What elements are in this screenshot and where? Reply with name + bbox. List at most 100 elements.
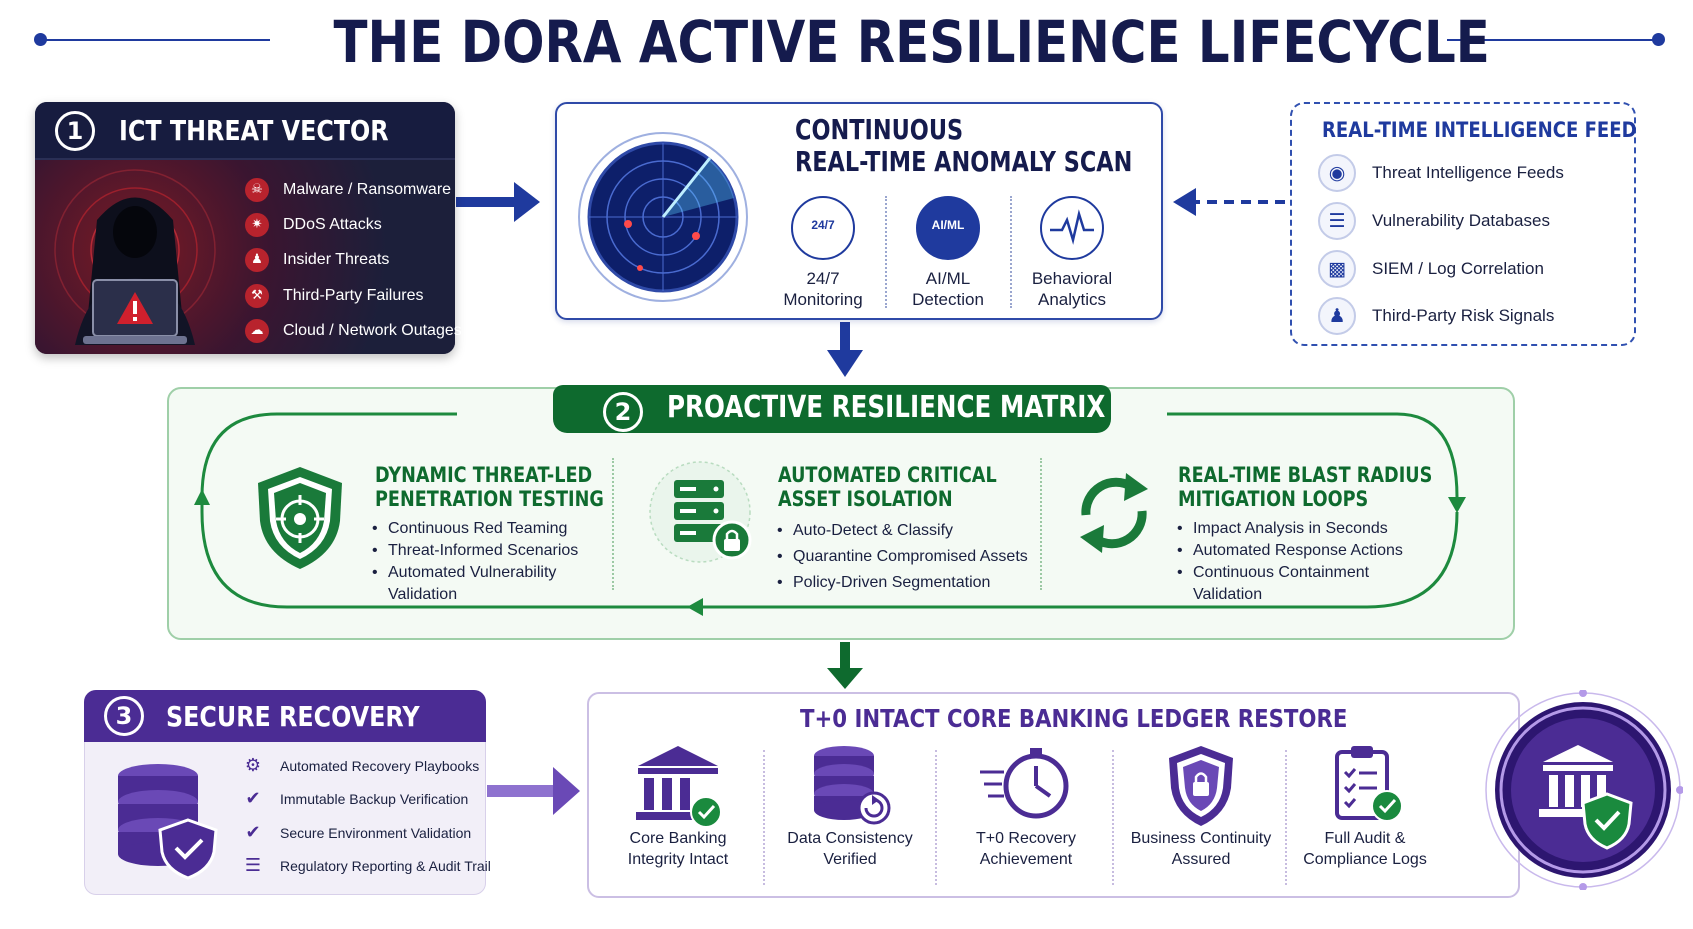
matrix-col2-heading-line2: ASSET ISOLATION bbox=[778, 487, 953, 511]
ledger-title: T+0 INTACT CORE BANKING LEDGER RESTORE bbox=[800, 704, 1348, 733]
monitoring-icon-text: 24/7 bbox=[811, 218, 835, 232]
threat-item-malware: ☠ Malware / Ransomware bbox=[245, 177, 451, 203]
matrix-col2-list: Auto-Detect & Classify Quarantine Compro… bbox=[777, 518, 1037, 596]
matrix-list-item: Policy-Driven Segmentation bbox=[777, 570, 1037, 596]
matrix-separator bbox=[1040, 458, 1042, 590]
title-left-line bbox=[40, 39, 270, 41]
step-number-3: 3 bbox=[104, 696, 144, 736]
scan-title-line2: REAL-TIME ANOMALY SCAN bbox=[795, 145, 1133, 178]
threat-item-label: Insider Threats bbox=[283, 251, 390, 268]
ledger-separator bbox=[1112, 750, 1114, 885]
ledger-item-data-consistency: Data Consistency Verified bbox=[770, 742, 930, 870]
ledger-item-recovery: T+0 Recovery Achievement bbox=[946, 742, 1106, 870]
matrix-list-item: Quarantine Compromised Assets bbox=[777, 544, 1037, 570]
globe-icon: ◉ bbox=[1318, 154, 1356, 192]
matrix-list-item: Automated Vulnerability Validation bbox=[372, 562, 602, 606]
feature-label-line1: Behavioral bbox=[1031, 269, 1113, 288]
ai-ml-icon-text: AI/ML bbox=[931, 218, 965, 232]
ledger-item-line1: Core Banking bbox=[629, 830, 727, 847]
matrix-col1-heading-line2: PENETRATION TESTING bbox=[375, 487, 604, 511]
feed-item-vuln-db: ☰ Vulnerability Databases bbox=[1318, 201, 1550, 241]
matrix-list-item: Auto-Detect & Classify bbox=[777, 518, 1037, 544]
secure-bank-emblem-icon bbox=[1485, 690, 1683, 890]
hacker-illustration bbox=[54, 169, 216, 345]
scan-separator bbox=[885, 196, 887, 308]
recovery-item-label: Regulatory Reporting & Audit Trail bbox=[280, 858, 491, 874]
feature-label: Behavioral Analytics bbox=[1012, 268, 1132, 310]
ledger-item-line2: Verified bbox=[823, 851, 877, 868]
cloud-icon: ☁ bbox=[245, 319, 269, 343]
feature-label-line1: 24/7 bbox=[806, 269, 840, 288]
ledger-item-line1: Data Consistency bbox=[787, 830, 913, 847]
feature-label: AI/ML Detection bbox=[888, 268, 1008, 310]
check-circle-icon: ✔ bbox=[245, 822, 261, 843]
shield-check-icon: ✔ bbox=[245, 788, 261, 809]
recovery-item-label: Immutable Backup Verification bbox=[280, 791, 469, 807]
threat-item-cloud: ☁ Cloud / Network Outages bbox=[245, 318, 462, 344]
feed-title: REAL-TIME INTELLIGENCE FEED bbox=[1322, 118, 1637, 142]
matrix-list-item: Continuous Red Teaming bbox=[372, 518, 602, 540]
fast-clock-icon bbox=[980, 748, 1069, 819]
feature-label-line2: Analytics bbox=[1037, 290, 1107, 309]
users-icon: ♟ bbox=[1318, 297, 1356, 335]
bar-chart-icon: ▩ bbox=[1318, 250, 1356, 288]
matrix-col3-list: Impact Analysis in Seconds Automated Res… bbox=[1177, 518, 1427, 606]
feature-label-line2: Detection bbox=[912, 290, 984, 309]
step-number-2: 2 bbox=[603, 392, 643, 432]
threat-item-label: Cloud / Network Outages bbox=[283, 322, 462, 339]
secure-recovery-title: SECURE RECOVERY bbox=[166, 700, 420, 733]
title-right-dot bbox=[1652, 33, 1665, 46]
factory-icon: ⚒ bbox=[245, 284, 269, 308]
scan-separator bbox=[1010, 196, 1012, 308]
clipboard-check-icon bbox=[1335, 746, 1403, 822]
target-shield-icon bbox=[258, 467, 342, 569]
database-icon: ☰ bbox=[1318, 202, 1356, 240]
gear-icon: ⚙ bbox=[244, 755, 262, 776]
ledger-item-line2: Compliance Logs bbox=[1303, 851, 1427, 868]
threat-item-label: Malware / Ransomware bbox=[283, 181, 452, 198]
feed-item-siem: ▩ SIEM / Log Correlation bbox=[1318, 249, 1544, 289]
recovery-item-playbooks: ⚙ Automated Recovery Playbooks bbox=[242, 752, 479, 780]
matrix-list-item: Automated Response Actions bbox=[1177, 540, 1427, 562]
matrix-col1-list: Continuous Red Teaming Threat-Informed S… bbox=[372, 518, 602, 606]
title-right-line bbox=[1447, 39, 1657, 41]
database-refresh-icon bbox=[814, 746, 891, 825]
warning-icon bbox=[117, 292, 153, 324]
threat-item-label: DDoS Attacks bbox=[283, 216, 382, 233]
matrix-loop-arrows bbox=[194, 412, 1466, 616]
ledger-item-line1: Full Audit & bbox=[1324, 830, 1406, 847]
feed-item-label: SIEM / Log Correlation bbox=[1372, 259, 1544, 278]
ledger-item-core-banking: Core Banking Integrity Intact bbox=[598, 742, 758, 870]
matrix-list-item: Impact Analysis in Seconds bbox=[1177, 518, 1427, 540]
ledger-item-line2: Assured bbox=[1171, 851, 1231, 868]
recovery-item-environment: ✔ Secure Environment Validation bbox=[242, 819, 471, 847]
feed-item-risk: ♟ Third-Party Risk Signals bbox=[1318, 296, 1554, 336]
shield-lock-icon bbox=[1169, 746, 1233, 826]
feed-item-label: Vulnerability Databases bbox=[1372, 211, 1550, 230]
feed-item-threat-intel: ◉ Threat Intelligence Feeds bbox=[1318, 153, 1564, 193]
ledger-separator bbox=[1285, 750, 1287, 885]
feature-label-line1: AI/ML bbox=[925, 269, 971, 288]
bank-check-icon bbox=[636, 746, 722, 828]
ledger-item-line2: Achievement bbox=[979, 851, 1073, 868]
arrow-threat-to-scan bbox=[456, 182, 540, 222]
matrix-col2-heading-line1: AUTOMATED CRITICAL bbox=[778, 463, 997, 487]
secure-recovery-header bbox=[84, 690, 486, 742]
feature-ai-ml: AI/ML AI/ML Detection bbox=[888, 196, 1008, 310]
scan-title-line1: CONTINUOUS bbox=[795, 113, 964, 146]
threat-item-ddos: ✷ DDoS Attacks bbox=[245, 212, 382, 238]
arrow-matrix-to-ledger bbox=[827, 642, 863, 689]
radar-icon bbox=[578, 132, 748, 302]
matrix-banner bbox=[553, 385, 1111, 433]
feature-label: 24/7 Monitoring bbox=[763, 268, 883, 310]
ledger-item-business-continuity: Business Continuity Assured bbox=[1121, 742, 1281, 870]
feature-label-line2: Monitoring bbox=[783, 290, 863, 309]
matrix-separator bbox=[612, 458, 614, 590]
threat-item-third-party: ⚒ Third-Party Failures bbox=[245, 283, 423, 309]
ledger-item-audit: Full Audit & Compliance Logs bbox=[1285, 742, 1445, 870]
matrix-list-item: Continuous Containment Validation bbox=[1177, 562, 1427, 606]
feed-item-label: Third-Party Risk Signals bbox=[1372, 306, 1555, 325]
user-icon: ♟ bbox=[245, 248, 269, 272]
threat-item-insider: ♟ Insider Threats bbox=[245, 247, 389, 273]
page-title: THE DORA ACTIVE RESILIENCE LIFECYCLE bbox=[333, 8, 1490, 76]
